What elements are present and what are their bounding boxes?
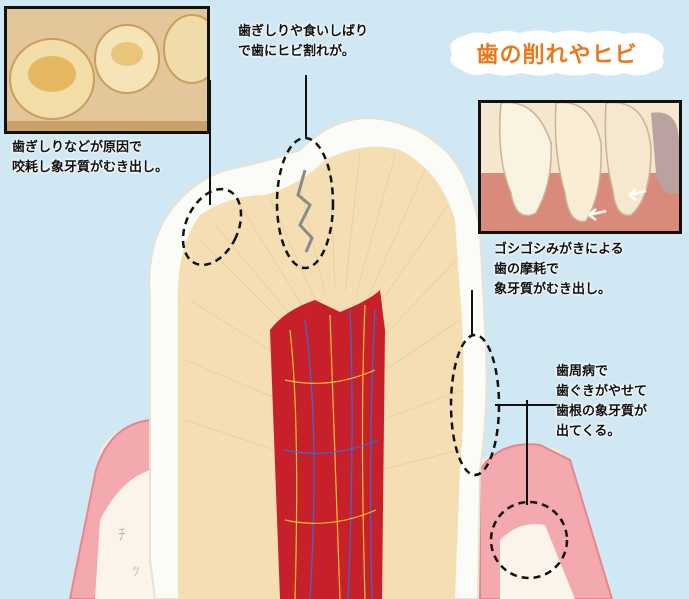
photo-worn-teeth	[4, 6, 210, 134]
title-badge: 歯の削れやヒビ	[444, 28, 670, 78]
caption-crack: 歯ぎしりや食いしばり で歯にヒビ割れが。	[238, 22, 368, 62]
svg-text:ﾁ: ﾁ	[118, 525, 126, 544]
page-title: 歯の削れやヒビ	[444, 28, 670, 78]
caption-gum-recession: 歯周病で 歯ぐきがやせて 歯根の象牙質が 出てくる。	[556, 362, 647, 442]
svg-text:ｯ: ｯ	[132, 560, 140, 579]
caption-brushing-abrasion: ゴシゴシみがきによる 歯の摩耗で 象牙質がむき出し。	[494, 240, 624, 300]
caption-bruxism-wear: 歯ぎしりなどが原因で 咬耗し象牙質がむき出し。	[12, 138, 168, 178]
photo-abraded-teeth	[478, 100, 682, 234]
